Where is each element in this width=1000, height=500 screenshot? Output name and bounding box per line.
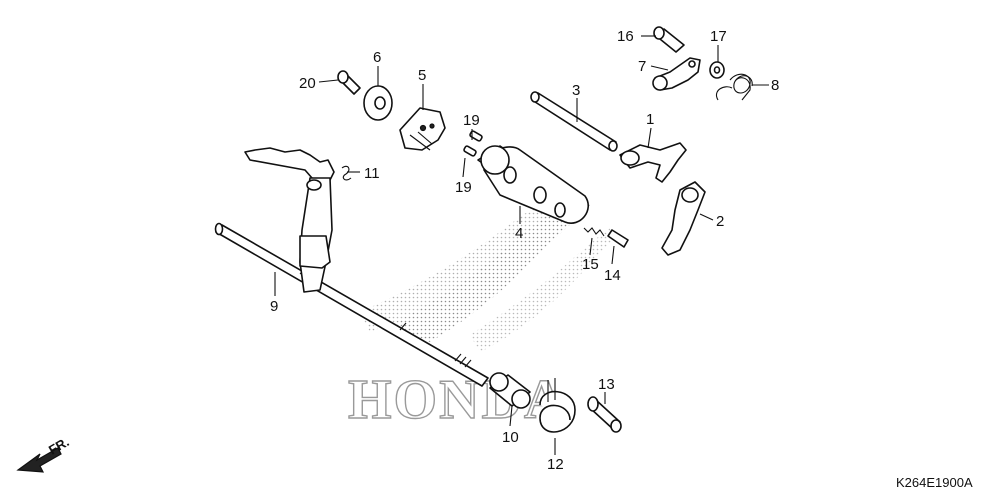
callout-16: 16 xyxy=(617,28,634,45)
socket-bolt xyxy=(337,70,361,95)
callout-8: 8 xyxy=(771,77,779,94)
callout-3: 3 xyxy=(572,82,580,99)
callout-6: 6 xyxy=(373,49,381,66)
stopper-arm xyxy=(652,57,701,91)
callout-leaders xyxy=(274,35,769,455)
stopper-bolt xyxy=(587,396,622,433)
flange-bolt xyxy=(653,26,685,53)
detent-pin xyxy=(607,229,629,248)
callout-14: 14 xyxy=(604,267,621,284)
callout-15: 15 xyxy=(582,256,599,273)
front-arrow-icon xyxy=(16,447,62,473)
washer xyxy=(709,61,725,79)
diagram-code: K264E1900A xyxy=(896,475,973,490)
stopper-plate xyxy=(363,85,393,121)
shift-fork-1 xyxy=(619,142,687,183)
callout-labels: 1 2 3 4 5 6 7 8 9 10 11 12 13 14 15 16 1… xyxy=(270,28,779,473)
shift-spindle xyxy=(214,222,489,387)
callout-10: 10 xyxy=(502,429,519,446)
return-spring xyxy=(539,378,576,433)
spindle-collar xyxy=(489,372,531,409)
callout-19b: 19 xyxy=(455,179,472,196)
callout-13: 13 xyxy=(598,376,615,393)
shift-drum xyxy=(477,145,589,224)
callout-4: 4 xyxy=(515,225,523,242)
small-spring xyxy=(341,165,352,181)
gearshift-arm xyxy=(244,147,335,293)
honda-wing-watermark xyxy=(360,195,612,352)
fork-shaft xyxy=(530,91,618,152)
drum-cam-plate xyxy=(399,107,446,151)
drum-pins xyxy=(463,130,483,157)
callout-2: 2 xyxy=(716,213,724,230)
detent-spring xyxy=(583,227,605,237)
callout-12: 12 xyxy=(547,456,564,473)
callout-5: 5 xyxy=(418,67,426,84)
callout-17: 17 xyxy=(710,28,727,45)
callout-1: 1 xyxy=(646,111,654,128)
callout-7: 7 xyxy=(638,58,646,75)
honda-watermark-text: HONDA xyxy=(348,369,566,431)
stopper-arm-spring xyxy=(716,73,753,101)
callout-19a: 19 xyxy=(463,112,480,129)
callout-20: 20 xyxy=(299,75,316,92)
callout-11: 11 xyxy=(364,165,380,182)
callout-9: 9 xyxy=(270,298,278,315)
shift-fork-2 xyxy=(661,181,706,256)
